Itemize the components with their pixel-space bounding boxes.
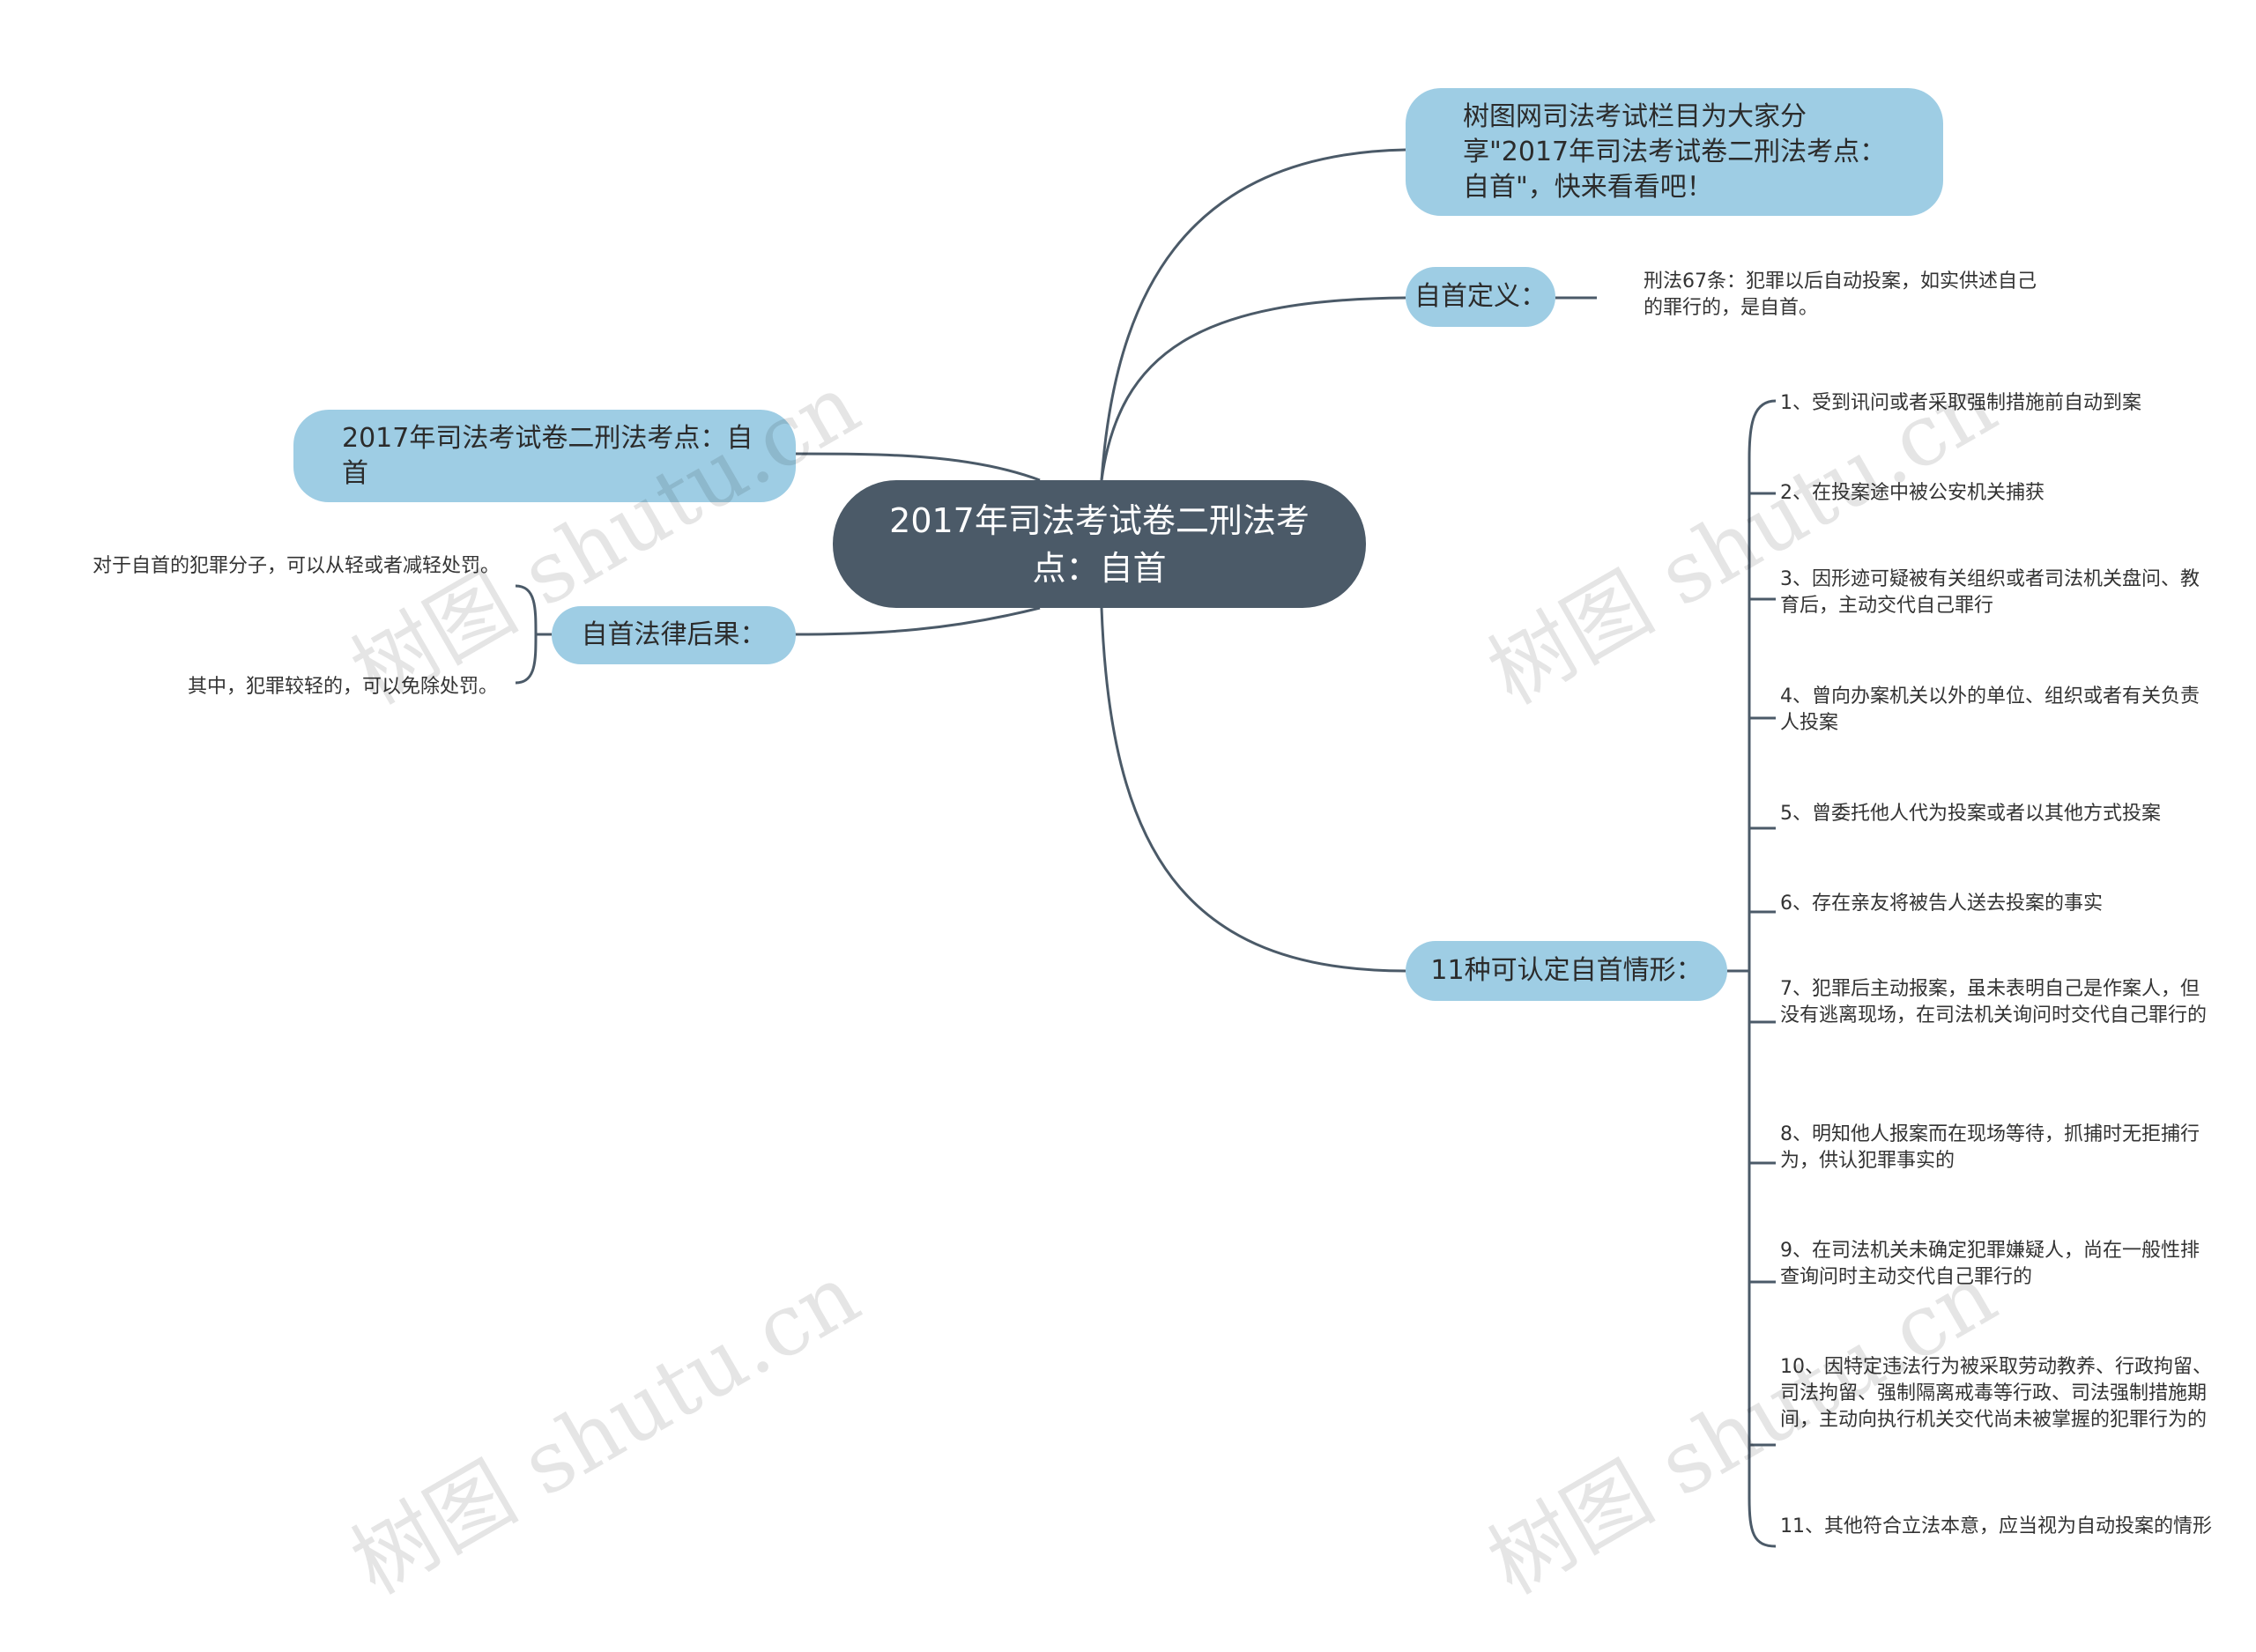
case-item[interactable]: 5、曾委托他人代为投案或者以其他方式投案 bbox=[1780, 798, 2212, 830]
topic-intro-label: 树图网司法考试栏目为大家分享"2017年司法考试卷二刑法考点：自首"，快来看看吧… bbox=[1463, 100, 1887, 203]
case-item-text: 3、因形迹可疑被有关组织或者司法机关盘问、教育后，主动交代自己罪行 bbox=[1780, 568, 2200, 617]
case-item-text: 10、因特定违法行为被采取劳动教养、行政拘留、司法拘留、强制隔离戒毒等行政、司法… bbox=[1780, 1356, 2212, 1431]
case-item-text: 9、在司法机关未确定犯罪嫌疑人，尚在一般性排查询问时主动交代自己罪行的 bbox=[1780, 1240, 2200, 1288]
root-topic-label: 2017年司法考试卷二刑法考点：自首 bbox=[889, 500, 1310, 588]
topic-intro[interactable]: 树图网司法考试栏目为大家分享"2017年司法考试卷二刑法考点：自首"，快来看看吧… bbox=[1406, 88, 1943, 216]
case-item[interactable]: 4、曾向办案机关以外的单位、组织或者有关负责人投案 bbox=[1780, 684, 2212, 738]
case-item[interactable]: 9、在司法机关未确定犯罪嫌疑人，尚在一般性排查询问时主动交代自己罪行的 bbox=[1780, 1238, 2212, 1293]
case-item-text: 11、其他符合立法本意，应当视为自动投案的情形 bbox=[1780, 1515, 2212, 1537]
root-topic[interactable]: 2017年司法考试卷二刑法考点：自首 bbox=[833, 480, 1366, 608]
case-item-text: 8、明知他人报案而在现场等待，抓捕时无拒捕行为，供认犯罪事实的 bbox=[1780, 1123, 2200, 1172]
case-item-text: 7、犯罪后主动报案，虽未表明自己是作案人，但没有逃离现场，在司法机关询问时交代自… bbox=[1780, 978, 2208, 1026]
case-item[interactable]: 3、因形迹可疑被有关组织或者司法机关盘问、教育后，主动交代自己罪行 bbox=[1780, 567, 2212, 621]
topic-cases[interactable]: 11种可认定自首情形： bbox=[1406, 941, 1727, 1001]
topic-title-node[interactable]: 2017年司法考试卷二刑法考点：自首 bbox=[293, 410, 796, 502]
case-item-text: 5、曾委托他人代为投案或者以其他方式投案 bbox=[1780, 803, 2161, 825]
topic-definition-label: 自首定义： bbox=[1414, 281, 1547, 312]
case-item[interactable]: 8、明知他人报案而在现场等待，抓捕时无拒捕行为，供认犯罪事实的 bbox=[1780, 1122, 2212, 1176]
case-item-text: 6、存在亲友将被告人送去投案的事实 bbox=[1780, 893, 2103, 915]
case-item[interactable]: 6、存在亲友将被告人送去投案的事实 bbox=[1780, 888, 2212, 920]
consequence-leaf-1-text: 对于自首的犯罪分子，可以从轻或者减轻处罚。 bbox=[93, 555, 501, 577]
case-item-text: 4、曾向办案机关以外的单位、组织或者有关负责人投案 bbox=[1780, 685, 2200, 734]
definition-leaf[interactable]: 刑法67条：犯罪以后自动投案，如实供述自己的罪行的，是自首。 bbox=[1644, 269, 2044, 330]
case-item[interactable]: 7、犯罪后主动报案，虽未表明自己是作案人，但没有逃离现场，在司法机关询问时交代自… bbox=[1780, 976, 2212, 1059]
consequence-leaf-1[interactable]: 对于自首的犯罪分子，可以从轻或者减轻处罚。 bbox=[93, 553, 520, 615]
definition-leaf-text: 刑法67条：犯罪以后自动投案，如实供述自己的罪行的，是自首。 bbox=[1644, 270, 2037, 319]
topic-consequence-label: 自首法律后果： bbox=[581, 619, 767, 650]
consequence-leaf-2-text: 其中，犯罪较轻的，可以免除处罚。 bbox=[187, 676, 498, 698]
case-item[interactable]: 10、因特定违法行为被采取劳动教养、行政拘留、司法拘留、强制隔离戒毒等行政、司法… bbox=[1780, 1354, 2212, 1465]
case-item-text: 2、在投案途中被公安机关捕获 bbox=[1780, 482, 2044, 504]
topic-definition[interactable]: 自首定义： bbox=[1406, 267, 1555, 327]
case-item-text: 1、受到讯问或者采取强制措施前自动到案 bbox=[1780, 392, 2141, 414]
topic-consequence[interactable]: 自首法律后果： bbox=[552, 606, 796, 664]
topic-title-label: 2017年司法考试卷二刑法考点：自首 bbox=[342, 422, 753, 489]
case-item[interactable]: 1、受到讯问或者采取强制措施前自动到案 bbox=[1780, 388, 2212, 419]
topic-cases-label: 11种可认定自首情形： bbox=[1430, 955, 1703, 986]
case-item[interactable]: 11、其他符合立法本意，应当视为自动投案的情形 bbox=[1780, 1514, 2212, 1568]
case-item[interactable]: 2、在投案途中被公安机关捕获 bbox=[1780, 478, 2212, 509]
consequence-leaf-2[interactable]: 其中，犯罪较轻的，可以免除处罚。 bbox=[93, 671, 498, 703]
